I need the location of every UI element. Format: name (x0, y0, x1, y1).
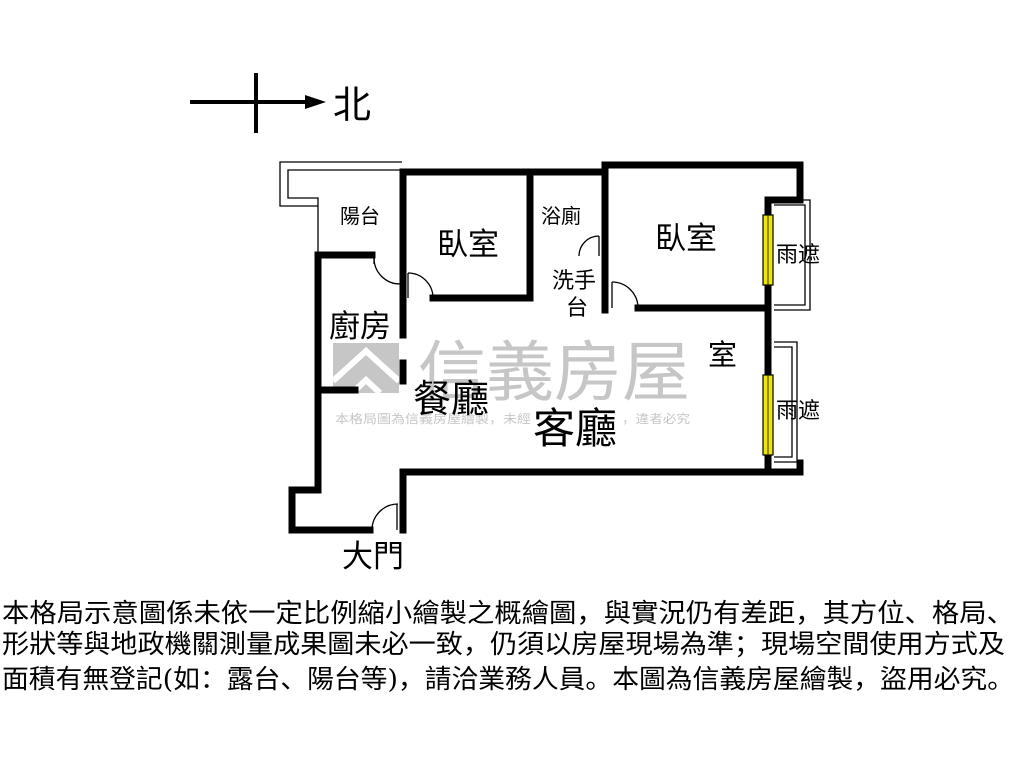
watermark-notice-start: 本格局圖為信義房屋繪製，未經 (335, 411, 531, 426)
door-bathroom-icon (578, 235, 600, 257)
awning-1-inner-line (774, 204, 806, 306)
balcony-outline (279, 161, 402, 255)
disclaimer-line: 面積有無登記(如：露台、陽台等)，請洽業務人員。本圖為信義房屋繪製，盜用必究。 (2, 665, 1014, 695)
room-label-bedroom-1: 臥室 (437, 227, 499, 263)
door-swing-arc (371, 503, 399, 531)
north-label: 北 (333, 83, 371, 127)
watermark: 信義房屋 本格局圖為信義房屋繪製，未經 ，違者必究 (330, 334, 690, 426)
room-label-kitchen: 廚房 (329, 309, 391, 345)
door-swing-arc (578, 235, 600, 257)
window-1 (762, 214, 774, 286)
disclaimer-line: 形狀等與地政機關測量成果圖未必一致，仍須以房屋現場為準；現場空間使用方式及 (2, 630, 1005, 660)
room-label-wash-basin-line-2: 台 (566, 296, 588, 321)
room-label-dining: 餐廳 (413, 377, 489, 421)
logo-roof-mark (330, 346, 402, 384)
room-label-balcony: 陽台 (340, 204, 380, 228)
room-label-partial: 室 (708, 338, 737, 372)
disclaimer: 本格局示意圖係未依一定比例縮小繪製之概繪圖，與實況仍有差距，其方位、格局、 形狀… (2, 599, 1014, 695)
window-2 (762, 374, 774, 456)
door-swing-arc (407, 272, 434, 299)
door-swing-arc (611, 281, 639, 309)
awning-2-inner-line (774, 346, 793, 458)
compass-arrowhead (305, 95, 326, 109)
watermark-logo (330, 343, 402, 396)
room-label-wash-basin-line-1: 洗手 (552, 269, 596, 294)
balcony-inner-line (287, 169, 402, 255)
door-balcony-icon (373, 255, 401, 285)
door-swing-arc (373, 257, 401, 285)
door-entrance-icon (371, 503, 399, 531)
room-label-awning-1: 雨遮 (776, 243, 820, 268)
awning-2-outer-line (774, 341, 798, 463)
room-label-main-door: 大門 (342, 539, 404, 575)
watermark-notice-end: ，違者必究 (622, 411, 690, 426)
north-arrow-icon (190, 73, 326, 133)
door-bedroom-1-icon (407, 272, 434, 299)
disclaimer-line: 本格局示意圖係未依一定比例縮小繪製之概繪圖，與實況仍有差距，其方位、格局、 (2, 599, 1014, 629)
door-bedroom-2-icon (611, 281, 639, 309)
balcony-outer-line (279, 161, 402, 207)
room-label-living: 客廳 (533, 404, 617, 453)
watermark-brand: 信義房屋 (418, 334, 690, 411)
awning-2-outline (774, 341, 798, 463)
room-label-awning-2: 雨遮 (776, 399, 820, 424)
room-label-bathroom: 浴廁 (541, 204, 581, 228)
room-label-bedroom-2: 臥室 (655, 221, 717, 257)
